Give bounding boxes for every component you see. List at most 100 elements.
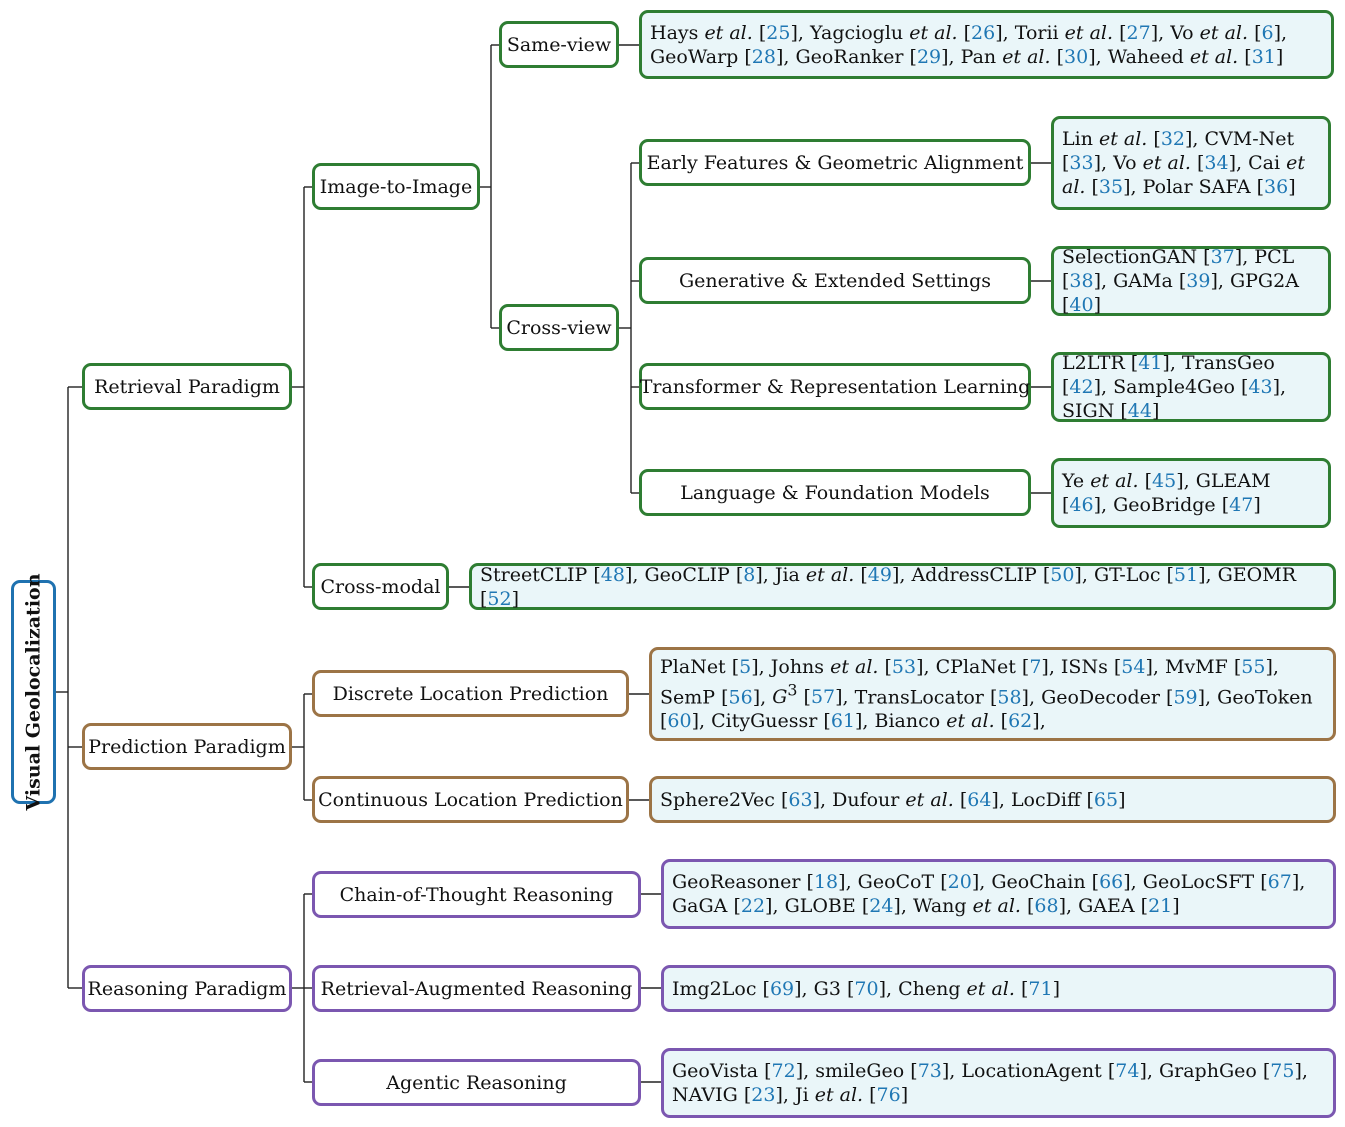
citation-ref[interactable]: 6 [1261,21,1274,44]
transformer-leaf: L2LTR [41], TransGeo [42], Sample4Geo [4… [1051,352,1331,422]
citation-ref[interactable]: 34 [1204,152,1229,174]
et-al: et al. [1002,45,1051,68]
citation-ref[interactable]: 44 [1127,400,1152,422]
citation-ref[interactable]: 66 [1099,871,1124,893]
citation-entry: SemP [56], [660,686,767,709]
citation-ref[interactable]: 58 [997,686,1022,709]
citation-ref[interactable]: 67 [1267,871,1292,893]
citation-entry: NAVIG [23], [672,1084,789,1106]
method-name: MvMF [1164,655,1228,678]
method-name: smileGeo [815,1060,905,1082]
citation-ref[interactable]: 64 [967,788,992,811]
citation-ref[interactable]: 43 [1248,376,1273,398]
et-al: et al. [1189,45,1239,68]
citation-entry: TransGeo [42], [1062,352,1275,398]
citation-ref[interactable]: 63 [788,788,813,811]
method-name: Pan [960,45,997,68]
citation-entry: Img2Loc [69], [672,977,808,1000]
citation-ref[interactable]: 70 [854,977,879,1000]
citation-ref[interactable]: 38 [1069,270,1094,292]
citation-ref[interactable]: 48 [600,563,625,586]
citation-ref[interactable]: 61 [830,710,855,733]
citation-ref[interactable]: 68 [1034,895,1059,917]
citation-ref[interactable]: 25 [766,21,791,44]
citation-ref[interactable]: 22 [740,895,766,917]
citation-ref[interactable]: 62 [1008,710,1033,733]
citation-ref[interactable]: 69 [769,977,795,1000]
citation-ref[interactable]: 72 [771,1060,796,1082]
citation-ref[interactable]: 74 [1115,1060,1140,1082]
method-name: Yagcioglu [809,21,904,44]
citation-ref[interactable]: 52 [487,587,512,610]
citation-ref[interactable]: 37 [1210,246,1235,268]
citation-ref[interactable]: 45 [1152,470,1177,492]
et-al: et al. [946,710,995,733]
citation-ref[interactable]: 71 [1028,977,1053,1000]
citation-ref[interactable]: 49 [867,563,892,586]
citation-ref[interactable]: 42 [1069,376,1094,398]
citation-ref[interactable]: 41 [1138,352,1163,374]
citation-ref[interactable]: 21 [1148,895,1173,917]
citation-ref[interactable]: 27 [1126,21,1151,44]
citation-entry: GT-Loc [51], [1093,563,1212,586]
citation-entry: GeoDecoder [59], [1041,686,1212,709]
citation-ref[interactable]: 33 [1069,152,1094,174]
citation-ref[interactable]: 7 [1029,655,1042,678]
citation-ref[interactable]: 76 [876,1084,901,1106]
citation-ref[interactable]: 36 [1264,176,1289,198]
citation-ref[interactable]: 40 [1069,294,1094,316]
method-name: Torii [1014,21,1059,44]
et-al: et al. [1199,21,1249,44]
citation-ref[interactable]: 23 [751,1084,776,1106]
citation-entry: SelectionGAN [37], [1062,246,1249,268]
citation-ref[interactable]: 32 [1160,128,1185,150]
citation-ref[interactable]: 5 [739,655,752,678]
citation-ref[interactable]: 20 [947,871,972,893]
citation-ref[interactable]: 8 [743,563,756,586]
method-name: Dufour [832,788,900,811]
method-name: CVM-Net [1204,128,1295,150]
citation-entry: SIGN [44] [1062,400,1160,422]
citation-ref[interactable]: 53 [891,655,917,678]
citation-entry: GeoChain [66], [991,871,1137,893]
citation-ref[interactable]: 75 [1270,1060,1295,1082]
citation-entry: AddressCLIP [50], [911,563,1088,586]
superscript: 3 [787,680,798,700]
citation-ref[interactable]: 51 [1173,563,1199,586]
root-label: Visual Geolocalization [22,573,45,811]
retrieval-paradigm-node: Retrieval Paradigm [82,363,292,410]
citation-ref[interactable]: 39 [1186,270,1211,292]
et-al: et al. [1090,470,1139,492]
et-al: et al. [1062,152,1306,198]
citation-ref[interactable]: 54 [1121,655,1146,678]
citation-ref[interactable]: 29 [916,45,942,68]
citation-ref[interactable]: 26 [971,21,996,44]
retrieval-paradigm-label: Retrieval Paradigm [94,375,280,398]
citation-ref[interactable]: 47 [1229,494,1254,516]
citation-ref[interactable]: 57 [810,686,836,709]
method-name: Jia [774,563,800,586]
citation-ref[interactable]: 73 [917,1060,942,1082]
citation-entry: PlaNet [5], [660,655,765,678]
method-name: TransGeo [1181,352,1275,374]
citation-ref[interactable]: 60 [667,710,692,733]
same-view-leaf: Hays et al. [25], Yagcioglu et al. [26],… [639,10,1334,79]
citation-ref[interactable]: 28 [751,45,776,68]
citation-ref[interactable]: 30 [1064,45,1089,68]
citation-ref[interactable]: 56 [728,686,753,709]
citation-ref[interactable]: 59 [1173,686,1198,709]
generative-leaf: SelectionGAN [37], PCL [38], GAMa [39], … [1051,246,1331,316]
et-al: et al. [972,895,1021,917]
citation-ref[interactable]: 24 [869,895,894,917]
citation-ref[interactable]: 46 [1069,494,1094,516]
method-name: GeoVista [672,1060,759,1082]
citation-ref[interactable]: 18 [813,871,839,893]
citation-ref[interactable]: 65 [1093,788,1119,811]
image-to-image-node: Image-to-Image [312,163,480,210]
citation-entry: G3 [70], [813,977,893,1000]
citation-ref[interactable]: 55 [1241,655,1266,678]
citation-ref[interactable]: 50 [1050,563,1075,586]
citation-ref[interactable]: 35 [1098,176,1124,198]
method-name: PCL [1254,246,1295,268]
citation-ref[interactable]: 31 [1251,45,1276,68]
